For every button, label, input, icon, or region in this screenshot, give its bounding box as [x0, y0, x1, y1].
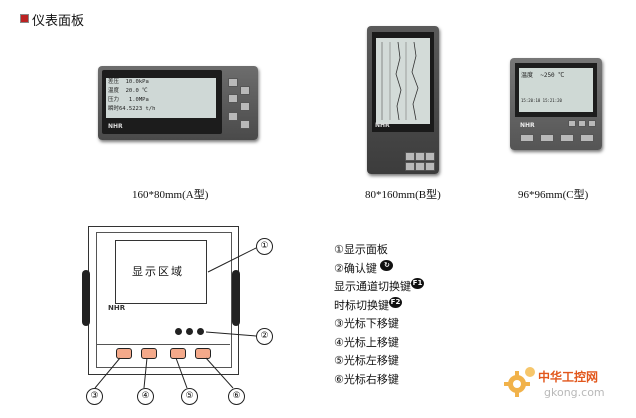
device-b-logo: NHR — [375, 122, 390, 129]
legend-item: ⑥光标右移键 — [334, 372, 399, 386]
device-c-key — [580, 134, 594, 142]
device-a-key — [228, 112, 238, 121]
f2-key-icon: F2 — [389, 296, 402, 308]
f2-key-icon — [197, 328, 204, 335]
cursor-up-key-icon — [141, 348, 157, 359]
device-a-key — [240, 120, 250, 129]
device-a-logo: NHR — [108, 123, 123, 130]
callout-3: ③ — [86, 388, 103, 405]
device-c-logo: NHR — [520, 122, 535, 129]
lcd-row: 差压 10.0kPa — [108, 79, 149, 85]
device-a-lcd: 差压 10.0kPa 温度 20.0 ℃ 压力 1.0MPa 瞬时64.5223… — [106, 78, 216, 118]
device-c-key — [560, 134, 574, 142]
display-area: 显示区域 — [115, 240, 207, 304]
device-c-key — [540, 134, 554, 142]
callout-4: ④ — [137, 388, 154, 405]
device-c-key — [520, 134, 534, 142]
cursor-down-key-icon — [116, 348, 132, 359]
cursor-left-key-icon — [170, 348, 186, 359]
device-a-key — [240, 86, 250, 95]
confirm-key-icon — [175, 328, 182, 335]
f1-key-icon — [186, 328, 193, 335]
device-b-lcd-trend — [381, 41, 419, 121]
device-c-key — [568, 120, 576, 127]
device-c-key — [588, 120, 596, 127]
device-a-caption: 160*80mm(A型) — [132, 189, 209, 201]
device-a-image: 差压 10.0kPa 温度 20.0 ℃ 压力 1.0MPa 瞬时64.5223… — [98, 66, 258, 140]
page-title: 仪表面板 — [32, 14, 85, 29]
device-c-image: 温度 ~250 ℃ 15:20:18 15:21:20 NHR — [510, 58, 602, 150]
device-c-key — [578, 120, 586, 127]
display-area-label: 显示区域 — [132, 265, 184, 278]
f1-key-icon: F1 — [411, 278, 424, 290]
gear-icon — [504, 367, 535, 397]
device-b-key — [425, 152, 435, 161]
device-b-lcd — [376, 38, 430, 124]
device-c-caption: 96*96mm(C型) — [518, 189, 589, 201]
device-b-key — [415, 152, 425, 161]
device-b-key — [405, 152, 415, 161]
callout-5: ⑤ — [181, 388, 198, 405]
device-c-lcd: 温度 ~250 ℃ 15:20:18 15:21:20 — [519, 68, 593, 112]
callout-1: ① — [256, 238, 273, 255]
diagram-logo: NHR — [108, 304, 126, 312]
device-b-key — [415, 162, 425, 171]
legend-item: ①显示面板 — [334, 243, 388, 256]
device-b-key — [425, 162, 435, 171]
legend-item: ③光标下移键 — [334, 317, 399, 330]
lcd-row: 瞬时64.5223 t/h — [108, 106, 156, 112]
legend-item: ⑤光标左移键 — [334, 354, 399, 367]
device-c-lcd-sub: 15:20:18 15:21:20 — [521, 98, 562, 103]
device-b-image: NHR — [367, 26, 439, 174]
watermark-name: 中华工控网 — [538, 370, 599, 384]
device-a-key — [240, 102, 250, 111]
legend-item: ④光标上移键 — [334, 335, 399, 349]
cursor-right-key-icon — [195, 348, 211, 359]
right-mount-tab — [232, 270, 240, 326]
callout-6: ⑥ — [228, 388, 245, 405]
watermark-url: gkong.com — [544, 386, 605, 399]
legend-item: ②确认键 ↻ — [334, 259, 424, 279]
left-mount-tab — [82, 270, 90, 326]
bullet-icon — [20, 14, 29, 23]
lcd-row: 温度 20.0 ℃ — [108, 88, 148, 94]
device-b-key — [405, 162, 415, 171]
lcd-row: 压力 1.0MPa — [108, 97, 149, 103]
confirm-key-icon: ↻ — [380, 259, 394, 271]
key-strip — [96, 344, 230, 365]
device-b-caption: 80*160mm(B型) — [365, 189, 441, 201]
device-a-key — [228, 78, 238, 87]
callout-2: ② — [256, 328, 273, 345]
device-c-lcd-title: 温度 ~250 ℃ — [521, 72, 565, 79]
device-a-key — [228, 94, 238, 103]
